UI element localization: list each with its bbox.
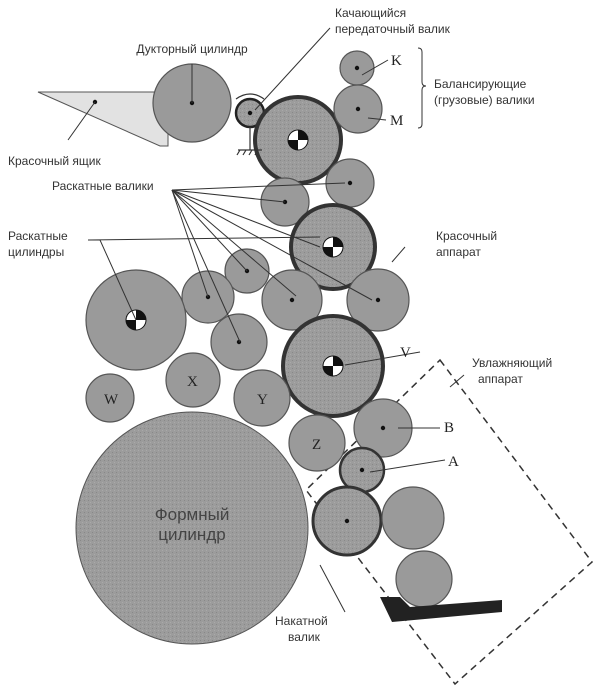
letter-m: M [390, 113, 403, 129]
letter-v: V [400, 345, 411, 361]
fountain-roller [395, 550, 453, 608]
label-dampening-unit-2: аппарат [478, 372, 523, 386]
rollers [85, 50, 453, 608]
axle-quadrant [298, 130, 308, 140]
center-dot [354, 65, 360, 71]
ink-box [37, 91, 169, 147]
center-dot [344, 518, 350, 524]
label-plate-cylinder-1: Формный [155, 505, 230, 524]
label-distributor-cylinders-2: цилиндры [8, 245, 64, 259]
roller-z [288, 414, 346, 472]
label-distributor-cylinders-1: Раскатные [8, 229, 68, 243]
axle-markers [92, 65, 386, 524]
center-dot [359, 467, 365, 473]
label-dampening-unit-1: Увлажняющий [472, 356, 552, 370]
label-ductor-cylinder: Дукторный цилиндр [136, 42, 248, 56]
letter-z: Z [312, 437, 321, 453]
letter-b: B [444, 420, 454, 436]
label-balancing-1: Балансирующие [434, 77, 527, 91]
label-ink-box: Красочный ящик [8, 154, 101, 168]
letter-x: X [187, 374, 198, 390]
axle-quadrant [126, 320, 136, 330]
roller-y [233, 369, 291, 427]
dampening-unit-boundary [304, 358, 594, 686]
label-inking-unit-1: Красочный [436, 229, 497, 243]
roller-x [165, 352, 221, 408]
label-plate-cylinder-2: цилиндр [158, 525, 225, 544]
label-transfer-roller-1: Качающийся [335, 6, 406, 20]
water-trough [380, 597, 502, 622]
label-distributor-rollers: Раскатные валики [52, 179, 154, 193]
letter-y: Y [257, 392, 268, 408]
center-dot [380, 425, 386, 431]
label-form-roller-2: валик [288, 630, 321, 644]
axle-quadrant [323, 247, 333, 257]
letter-k: K [391, 53, 402, 69]
swing-arrow-icon [235, 93, 265, 100]
center-dot [236, 339, 242, 345]
center-dot [375, 297, 381, 303]
label-form-roller-1: Накатной [275, 614, 328, 628]
roller-w [85, 373, 135, 423]
label-balancing-2: (грузовые) валики [434, 93, 535, 107]
center-dot [289, 297, 295, 303]
label-inking-unit-2: аппарат [436, 245, 481, 259]
letter-a: A [448, 454, 459, 470]
center-dot [247, 110, 253, 116]
label-transfer-roller-2: передаточный валик [335, 22, 451, 36]
axle-quadrant [288, 140, 298, 150]
plate-cylinder [75, 411, 309, 645]
ground-support-icon [236, 127, 262, 156]
axle-quadrant [333, 356, 343, 366]
center-dot [355, 106, 361, 112]
axle-quadrant [333, 237, 343, 247]
letter-w: W [104, 392, 119, 408]
leader-lines [67, 27, 465, 613]
axle-quadrant [136, 310, 146, 320]
axle-quadrant [323, 366, 333, 376]
center-dot [347, 180, 353, 186]
dampening-roller [381, 486, 445, 550]
